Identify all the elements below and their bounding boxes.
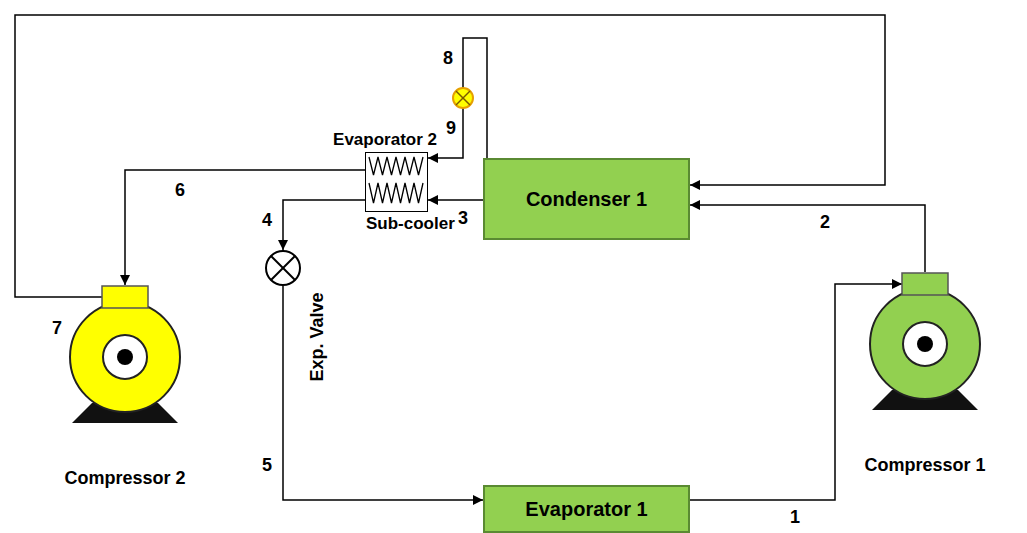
compressor-head: [102, 286, 148, 308]
compressor-symbol: Compressor 1: [850, 272, 1000, 410]
coil-symbol: [366, 153, 426, 210]
state-number: 7: [52, 318, 62, 339]
heat-exchanger: Evaporator 2Sub-cooler: [365, 152, 428, 212]
evaporator-box: Evaporator 1: [483, 485, 690, 533]
condenser-box: Condenser 1: [483, 158, 690, 240]
compressor-symbol: Compressor 2: [50, 285, 200, 423]
refrigerant-line: [15, 15, 885, 297]
state-number: 2: [820, 212, 830, 233]
component-label: Condenser 1: [526, 188, 647, 211]
coil-winding: [369, 157, 423, 175]
compressor-body: [70, 302, 180, 412]
compressor-drawing: [50, 285, 200, 423]
throttle-valve: [453, 88, 473, 108]
component-label: Exp. Valve: [307, 292, 328, 381]
expansion-valve: Exp. Valve: [265, 250, 301, 286]
state-number: 8: [443, 48, 453, 69]
refrigerant-line: [125, 170, 365, 285]
component-label: Compressor 1: [864, 455, 985, 476]
valve-cross: [456, 91, 470, 105]
compressor-body: [870, 289, 980, 399]
compressor-drawing: [850, 272, 1000, 410]
valve-cross: [456, 91, 470, 105]
coil-winding: [369, 183, 423, 203]
state-number: 1: [790, 507, 800, 528]
refrigerant-line: [283, 286, 483, 500]
state-number: 5: [262, 455, 272, 476]
state-number: 3: [458, 208, 468, 229]
refrigerant-line: [690, 205, 925, 272]
compressor-head: [902, 273, 948, 295]
component-label: Evaporator 2: [333, 130, 437, 150]
component-label: Sub-cooler: [366, 214, 455, 234]
refrigerant-line: [283, 200, 365, 250]
state-number: 4: [262, 210, 272, 231]
state-number: 9: [446, 118, 456, 139]
state-number: 6: [175, 180, 185, 201]
refrigerant-line: [428, 199, 483, 201]
component-label: Evaporator 1: [525, 498, 647, 521]
valve-cross: [265, 250, 301, 286]
component-label: Compressor 2: [64, 468, 185, 489]
valve-body: [453, 88, 473, 108]
